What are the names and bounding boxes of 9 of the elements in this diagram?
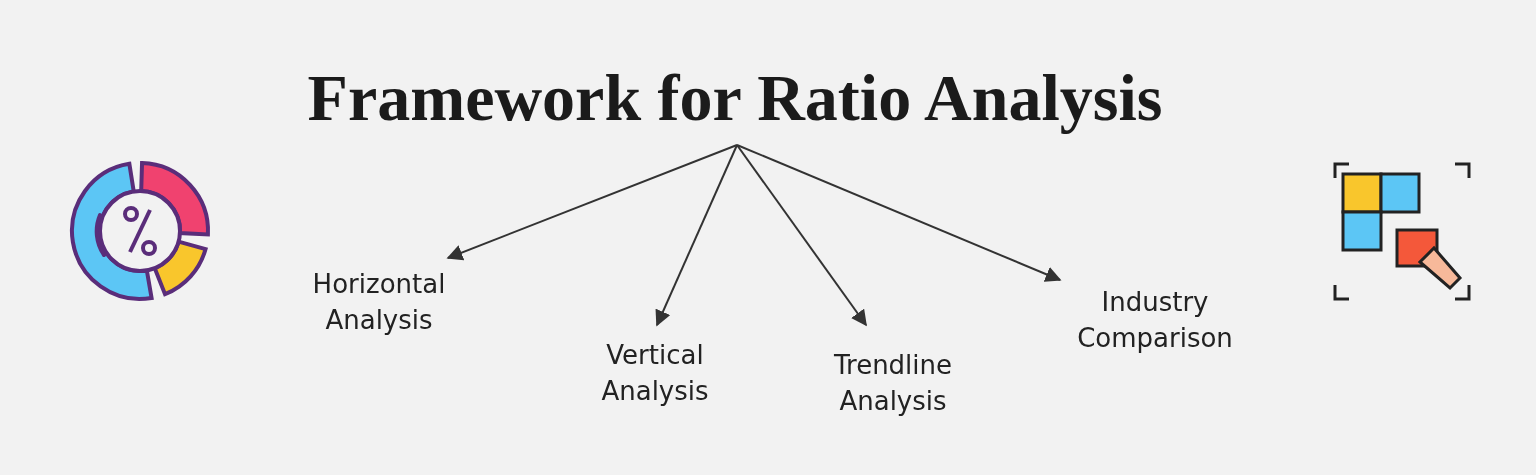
arrow <box>736 144 867 327</box>
branch-label: Horizontal Analysis <box>311 268 447 337</box>
branch-label: Trendline Analysis <box>832 349 954 418</box>
arrow <box>655 144 738 327</box>
branch-label: Industry Comparison <box>1076 286 1234 355</box>
heading: Framework for Ratio Analysis <box>307 60 1163 136</box>
arrow <box>446 144 738 261</box>
arrow <box>736 144 1062 282</box>
branch-label: Vertical Analysis <box>600 339 710 408</box>
